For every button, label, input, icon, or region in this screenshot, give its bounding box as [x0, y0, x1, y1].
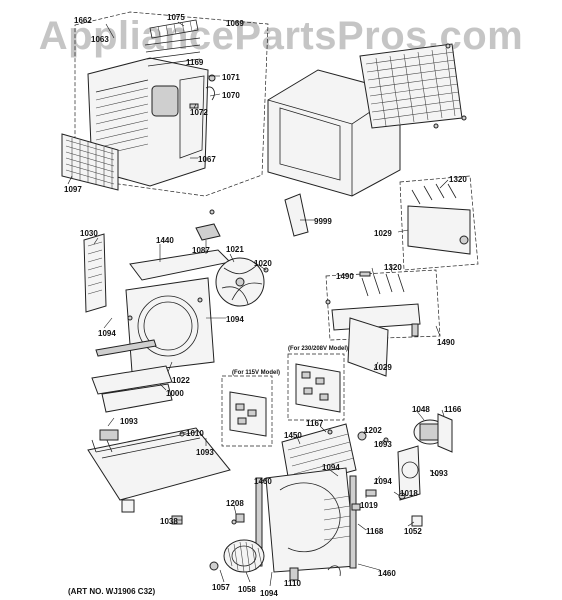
label-1019: 1019	[360, 501, 378, 510]
label-1662: 1662	[74, 16, 92, 25]
label-1038: 1038	[160, 517, 178, 526]
label-1021: 1021	[226, 245, 244, 254]
label-1010: 1010	[186, 429, 204, 438]
label-1490-left: 1490	[336, 272, 354, 281]
label-9999: 9999	[314, 217, 332, 226]
label-1058: 1058	[238, 585, 256, 594]
label-1168: 1168	[366, 527, 384, 536]
label-1320-lower: 1320	[384, 263, 402, 272]
side-panel-part	[83, 233, 107, 313]
label-1020: 1020	[254, 259, 272, 268]
label-1087: 1087	[192, 246, 210, 255]
label-1320-top: 1320	[449, 175, 467, 184]
label-1110: 1110	[284, 579, 301, 588]
condenser-fan-part	[215, 257, 269, 307]
front-panel-group	[74, 11, 269, 197]
louver-set-part	[144, 19, 201, 67]
air-filter-part	[61, 133, 119, 191]
blower-wheel-part	[209, 539, 265, 573]
fan-shroud-part	[125, 277, 215, 373]
note-230v-model: (For 230/208V Model)	[288, 346, 348, 352]
label-1167: 1167	[306, 419, 324, 428]
base-tray-part	[87, 427, 231, 525]
label-1094-motor: 1094	[374, 477, 392, 486]
label-1093-coil: 1093	[374, 440, 392, 449]
label-1030: 1030	[80, 229, 98, 238]
label-1052: 1052	[404, 527, 422, 536]
side-curtain-group-lower	[325, 269, 441, 377]
art-number: (ART NO. WJ1906 C32)	[68, 587, 156, 596]
label-1063: 1063	[91, 35, 109, 44]
label-1048: 1048	[412, 405, 430, 414]
label-1094-side: 1094	[98, 329, 116, 338]
label-1069: 1069	[226, 19, 244, 28]
label-1071: 1071	[222, 73, 240, 82]
label-1018: 1018	[400, 489, 418, 498]
label-1208: 1208	[226, 499, 244, 508]
label-1450: 1450	[284, 431, 302, 440]
top-shroud-part	[129, 209, 232, 281]
small-fastener-parts	[231, 489, 423, 581]
owner-manual-part	[284, 193, 309, 237]
rear-grille-part	[359, 43, 467, 129]
label-1093-motor: 1093	[430, 469, 448, 478]
label-1166: 1166	[444, 405, 462, 414]
label-1093-tray: 1093	[196, 448, 214, 457]
label-1093-base: 1093	[120, 417, 138, 426]
label-1070: 1070	[222, 91, 240, 100]
label-1460-top: 1460	[254, 477, 272, 486]
label-1094-housing: 1094	[322, 463, 340, 472]
label-1029-lower: 1029	[374, 363, 392, 372]
label-1490-right: 1490	[437, 338, 455, 347]
label-1057: 1057	[212, 583, 230, 592]
blower-housing-part	[255, 467, 357, 573]
part-labels: 1662 1063 1075 1069 1169 1071 1070 1072 …	[64, 13, 467, 598]
control-board-115v	[221, 375, 273, 447]
drain-pan-part	[91, 339, 173, 413]
label-1097: 1097	[64, 185, 82, 194]
note-115v-model: (For 115V Model)	[232, 370, 280, 376]
label-1072: 1072	[190, 108, 208, 117]
fan-motor-part	[357, 413, 453, 501]
label-1022: 1022	[172, 376, 190, 385]
label-1202: 1202	[364, 426, 382, 435]
leader-lines	[67, 21, 449, 587]
label-1075: 1075	[167, 13, 185, 22]
label-1094-fan: 1094	[226, 315, 244, 324]
label-1029-top: 1029	[374, 229, 392, 238]
label-1169: 1169	[186, 58, 204, 67]
control-board-230v	[287, 353, 345, 421]
label-1000: 1000	[166, 389, 184, 398]
side-curtain-group-top	[399, 175, 479, 271]
label-1067: 1067	[198, 155, 216, 164]
label-1440: 1440	[156, 236, 174, 245]
label-1094-blower: 1094	[260, 589, 278, 598]
label-1460-bottom: 1460	[378, 569, 396, 578]
control-window-part	[151, 85, 179, 117]
